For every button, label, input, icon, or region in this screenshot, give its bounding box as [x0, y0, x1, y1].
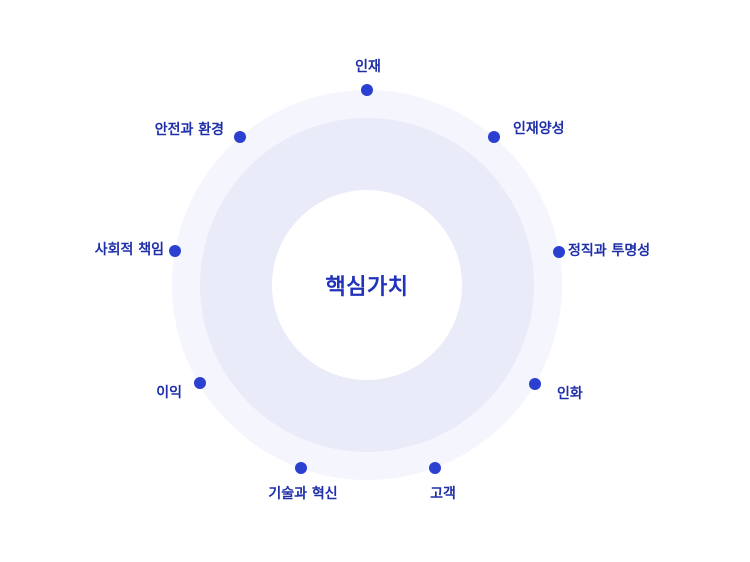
node-dot-2: [553, 246, 565, 258]
node-dot-8: [234, 131, 246, 143]
node-label-3: 인화: [557, 386, 583, 402]
node-label-0: 인재: [355, 59, 381, 75]
center-title: 핵심가치: [325, 275, 409, 300]
node-label-8: 안전과 환경: [154, 122, 224, 138]
node-dot-0: [361, 84, 373, 96]
node-label-5: 기술과 혁신: [268, 486, 338, 502]
node-dot-7: [169, 245, 181, 257]
node-label-6: 이익: [156, 385, 182, 401]
inner-circle: [272, 190, 462, 380]
node-dot-4: [429, 462, 441, 474]
node-label-4: 고객: [430, 486, 456, 502]
node-label-2: 정직과 투명성: [568, 243, 651, 259]
node-dot-3: [529, 378, 541, 390]
node-label-1: 인재양성: [513, 121, 565, 137]
node-dot-5: [295, 462, 307, 474]
node-dot-6: [194, 377, 206, 389]
node-label-7: 사회적 책임: [94, 242, 164, 258]
node-dot-1: [488, 131, 500, 143]
